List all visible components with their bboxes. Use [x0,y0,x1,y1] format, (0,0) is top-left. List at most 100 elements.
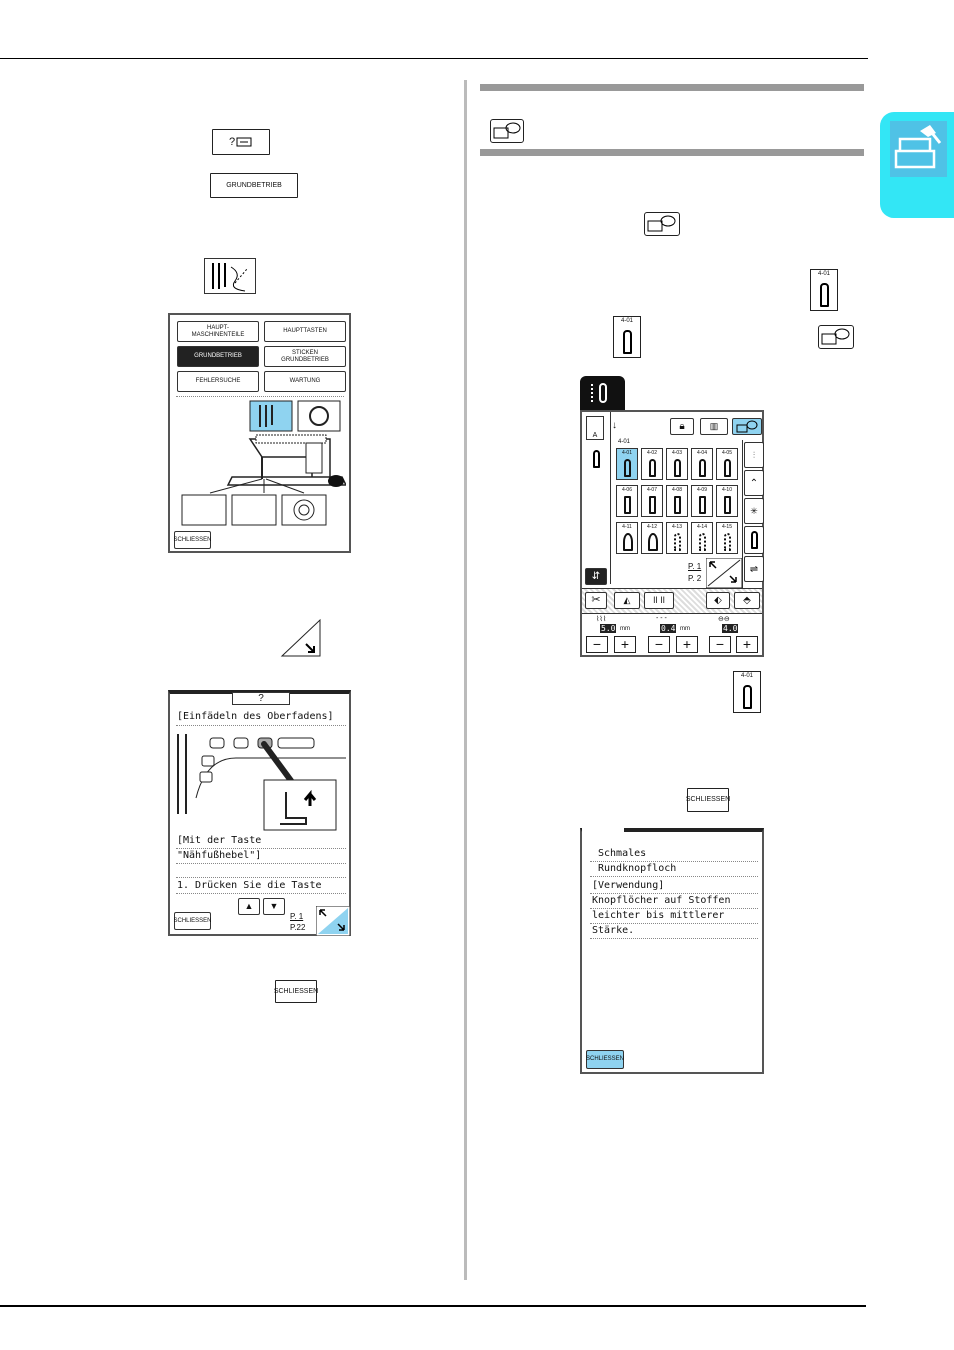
info-key-active[interactable] [732,418,762,435]
manual-icon[interactable]: ▥ [700,418,728,435]
stitch-4-02[interactable]: 4-02 [641,448,663,480]
guide-close-button[interactable]: SCHLIESSEN [174,912,212,930]
category-arrow-icon[interactable]: ⌃ [744,470,764,496]
stitch-4-11[interactable]: 4-11 [616,522,638,554]
reverse-icon[interactable]: ⇵ [585,568,607,585]
tension-icon: ⊖⊖ [718,616,730,623]
buttonhole-icon [649,459,656,477]
left-strip: A [582,412,611,584]
stitch-4-09[interactable]: 4-09 [691,485,713,517]
stitch-number: 4-13 [671,524,682,530]
tension-plus-button[interactable]: + [736,636,758,653]
buttonhole-icon [623,533,633,551]
help-menu-close-button[interactable]: SCHLIESSEN [174,531,212,549]
stitch-4-12[interactable]: 4-12 [641,522,663,554]
buttonhole-icon [743,685,752,709]
threading-key-icon[interactable] [204,258,256,294]
section-bar-top [480,84,864,91]
image-key-icon[interactable]: ⬘ [734,592,760,609]
category-line-icon[interactable]: ⇌ [744,556,764,582]
separator [590,938,758,939]
mirror-icon[interactable]: ◭ [614,592,640,609]
stitch-icon-label: 4-01 [817,271,830,277]
scissors-icon[interactable]: ✂︎ [585,592,607,609]
close-button-right[interactable]: SCHLIESSEN [686,788,730,812]
separator [176,396,344,397]
length-minus-button[interactable]: − [648,636,670,653]
stitch-4-07[interactable]: 4-07 [641,485,663,517]
width-value: 5.0 [600,624,617,633]
stitch-4-06[interactable]: 4-06 [616,485,638,517]
stitch-4-04[interactable]: 4-04 [691,448,713,480]
menu-haupttasten[interactable]: HAUPTTASTEN [264,321,346,342]
threading-illustration [176,728,348,832]
stitch-4-03[interactable]: 4-03 [666,448,688,480]
width-minus-button[interactable]: − [586,636,608,653]
info-close-button[interactable]: SCHLIESSEN [586,1050,624,1069]
lock-icon[interactable]: 🔒︎ [670,418,694,435]
info-line-4: Knopflöcher auf Stoffen [592,895,731,906]
stitch-number: 4-11 [622,524,632,530]
width-plus-button[interactable]: + [614,636,636,653]
selected-buttonhole-icon [593,450,600,468]
separator [590,923,758,924]
stitch-4-01-icon-3[interactable]: 4-01 [733,671,761,713]
buttonhole-icon [624,496,631,514]
stitch-4-15[interactable]: 4-15 [716,522,738,554]
chapter-tab[interactable] [880,112,954,218]
machine-illustration [176,399,348,529]
stitch-number: 4-02 [646,450,657,456]
scroll-down-button[interactable]: ▼ [263,898,285,915]
stitch-number: 4-07 [646,487,657,493]
twin-needle-icon[interactable]: ǀǀ ǀǀ [644,592,674,609]
stitch-page-total: P. 2 [688,574,702,583]
stitch-page-toggle-button[interactable] [705,557,743,589]
section-header-icon [490,119,524,143]
stitch-number: 4-01 [621,450,632,456]
stitch-4-10[interactable]: 4-10 [716,485,738,517]
foot-a-icon: A [586,416,604,440]
info-key-icon-2[interactable] [818,325,854,349]
menu-fehlersuche[interactable]: FEHLERSUCHE [177,371,259,392]
help-key-icon[interactable]: ? [212,129,270,155]
length-plus-button[interactable]: + [676,636,698,653]
stitch-4-01[interactable]: 4-01 [616,448,638,480]
info-key-icon[interactable] [644,212,680,236]
tension-value: 4.0 [722,624,739,633]
buttonhole-icon [699,459,706,477]
stitch-4-01-icon[interactable]: 4-01 [810,269,838,311]
menu-grundbetrieb[interactable]: GRUNDBETRIEB [177,346,259,367]
stitch-4-13[interactable]: 4-13 [666,522,688,554]
buttonhole-icon [724,533,731,551]
stitch-4-08[interactable]: 4-08 [666,485,688,517]
guide-next-page-button[interactable] [315,905,351,937]
category-buttonhole-icon[interactable] [744,526,764,554]
tension-minus-button[interactable]: − [709,636,731,653]
buttonhole-icon [623,330,632,354]
next-page-icon[interactable] [280,618,322,658]
stitch-4-01-icon-2[interactable]: 4-01 [613,316,641,358]
buttonhole-icon [699,496,706,514]
stitch-number: 4-08 [671,487,682,493]
stitch-number: 4-09 [696,487,707,493]
menu-haupt-maschinenteile[interactable]: HAUPT- MASCHINENTEILE [177,321,259,342]
category-cross-icon[interactable]: ✳︎ [744,498,764,524]
buttonhole-icon [674,459,681,477]
buttonhole-icon [750,531,758,549]
close-button-left[interactable]: SCHLIESSEN [274,980,318,1003]
separator [590,893,758,894]
buttonhole-icon [624,459,631,477]
stitch-4-14[interactable]: 4-14 [691,522,713,554]
stitch-4-05[interactable]: 4-05 [716,448,738,480]
separator [590,876,758,877]
scroll-up-button[interactable]: ▲ [238,898,260,915]
category-strip: ⫶ ⌃ ✳︎ ⇌ [742,440,765,592]
length-icon: - - - [656,615,667,622]
menu-sticken-grundbetrieb[interactable]: STICKEN GRUNDBETRIEB [264,346,346,367]
width-unit: mm [620,626,630,632]
buttonhole-icon [648,533,658,551]
grundbetrieb-button[interactable]: GRUNDBETRIEB [210,173,298,198]
category-zigzag-icon[interactable]: ⫶ [744,442,764,468]
memory-icon[interactable]: ⬖ [706,592,730,609]
menu-wartung[interactable]: WARTUNG [264,371,346,392]
